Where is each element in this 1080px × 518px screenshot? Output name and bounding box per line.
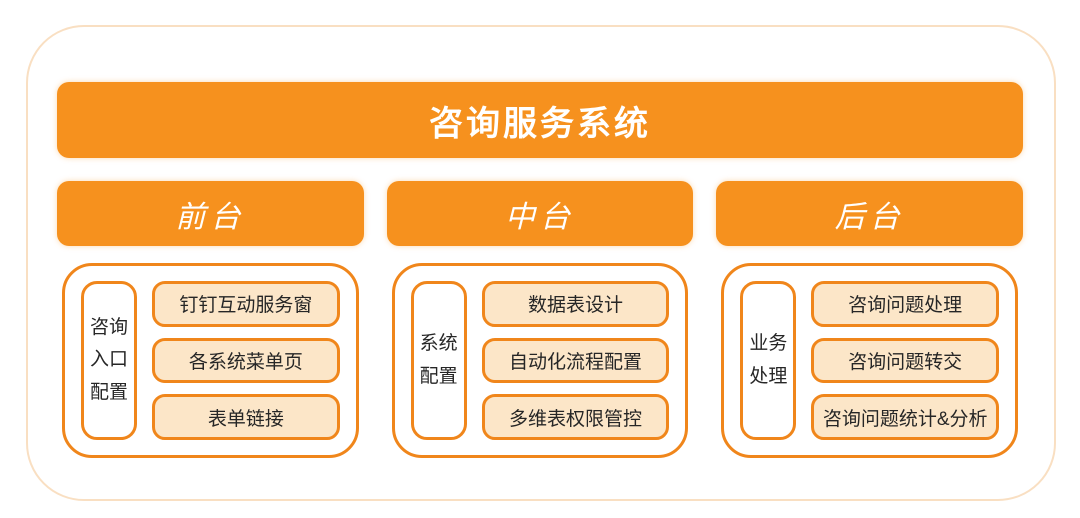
item-dingtalk-service-window: 钉钉互动服务窗 <box>152 281 340 327</box>
item-system-menu-pages: 各系统菜单页 <box>152 337 340 384</box>
side-label-line: 入口 <box>89 349 128 371</box>
side-label-business-processing: 业务 处理 <box>740 281 797 440</box>
section-backoffice: 业务 处理 咨询问题处理 咨询问题转交 咨询问题统计&分析 <box>721 263 1019 458</box>
column-headers-row: 前台 中台 后台 <box>57 181 1024 246</box>
items-column: 咨询问题处理 咨询问题转交 咨询问题统计&分析 <box>811 281 1000 441</box>
side-label-line: 系统 <box>419 333 458 355</box>
side-label-system-config: 系统 配置 <box>410 281 467 440</box>
item-automation-flow-config: 自动化流程配置 <box>481 337 670 384</box>
item-consult-issue-stats-analysis: 咨询问题统计&分析 <box>811 394 1000 441</box>
items-column: 数据表设计 自动化流程配置 多维表权限管控 <box>481 281 670 441</box>
system-title-bar: 咨询服务系统 <box>57 82 1023 158</box>
system-title: 咨询服务系统 <box>429 104 651 143</box>
side-label-line: 业务 <box>749 333 788 355</box>
column-header-backoffice: 后台 <box>716 181 1024 246</box>
side-label-line: 处理 <box>749 365 788 387</box>
side-label-line: 咨询 <box>89 317 128 339</box>
items-column: 钉钉互动服务窗 各系统菜单页 表单链接 <box>152 281 340 441</box>
item-multidim-table-permission: 多维表权限管控 <box>481 394 670 441</box>
item-consult-issue-transfer: 咨询问题转交 <box>811 337 1000 384</box>
sections-row: 咨询 入口 配置 钉钉互动服务窗 各系统菜单页 表单链接 系统 配置 数据表设计… <box>57 263 1023 458</box>
side-label-line: 配置 <box>89 381 128 403</box>
column-header-middleplatform: 中台 <box>386 181 694 246</box>
side-label-consult-entry-config: 咨询 入口 配置 <box>81 281 137 440</box>
column-header-frontdesk: 前台 <box>57 181 364 246</box>
side-label-line: 配置 <box>419 365 458 387</box>
item-data-table-design: 数据表设计 <box>481 281 670 327</box>
section-middleplatform: 系统 配置 数据表设计 自动化流程配置 多维表权限管控 <box>391 263 689 458</box>
item-consult-issue-handling: 咨询问题处理 <box>811 281 1000 327</box>
section-frontdesk: 咨询 入口 配置 钉钉互动服务窗 各系统菜单页 表单链接 <box>62 263 359 458</box>
item-form-links: 表单链接 <box>152 394 340 441</box>
